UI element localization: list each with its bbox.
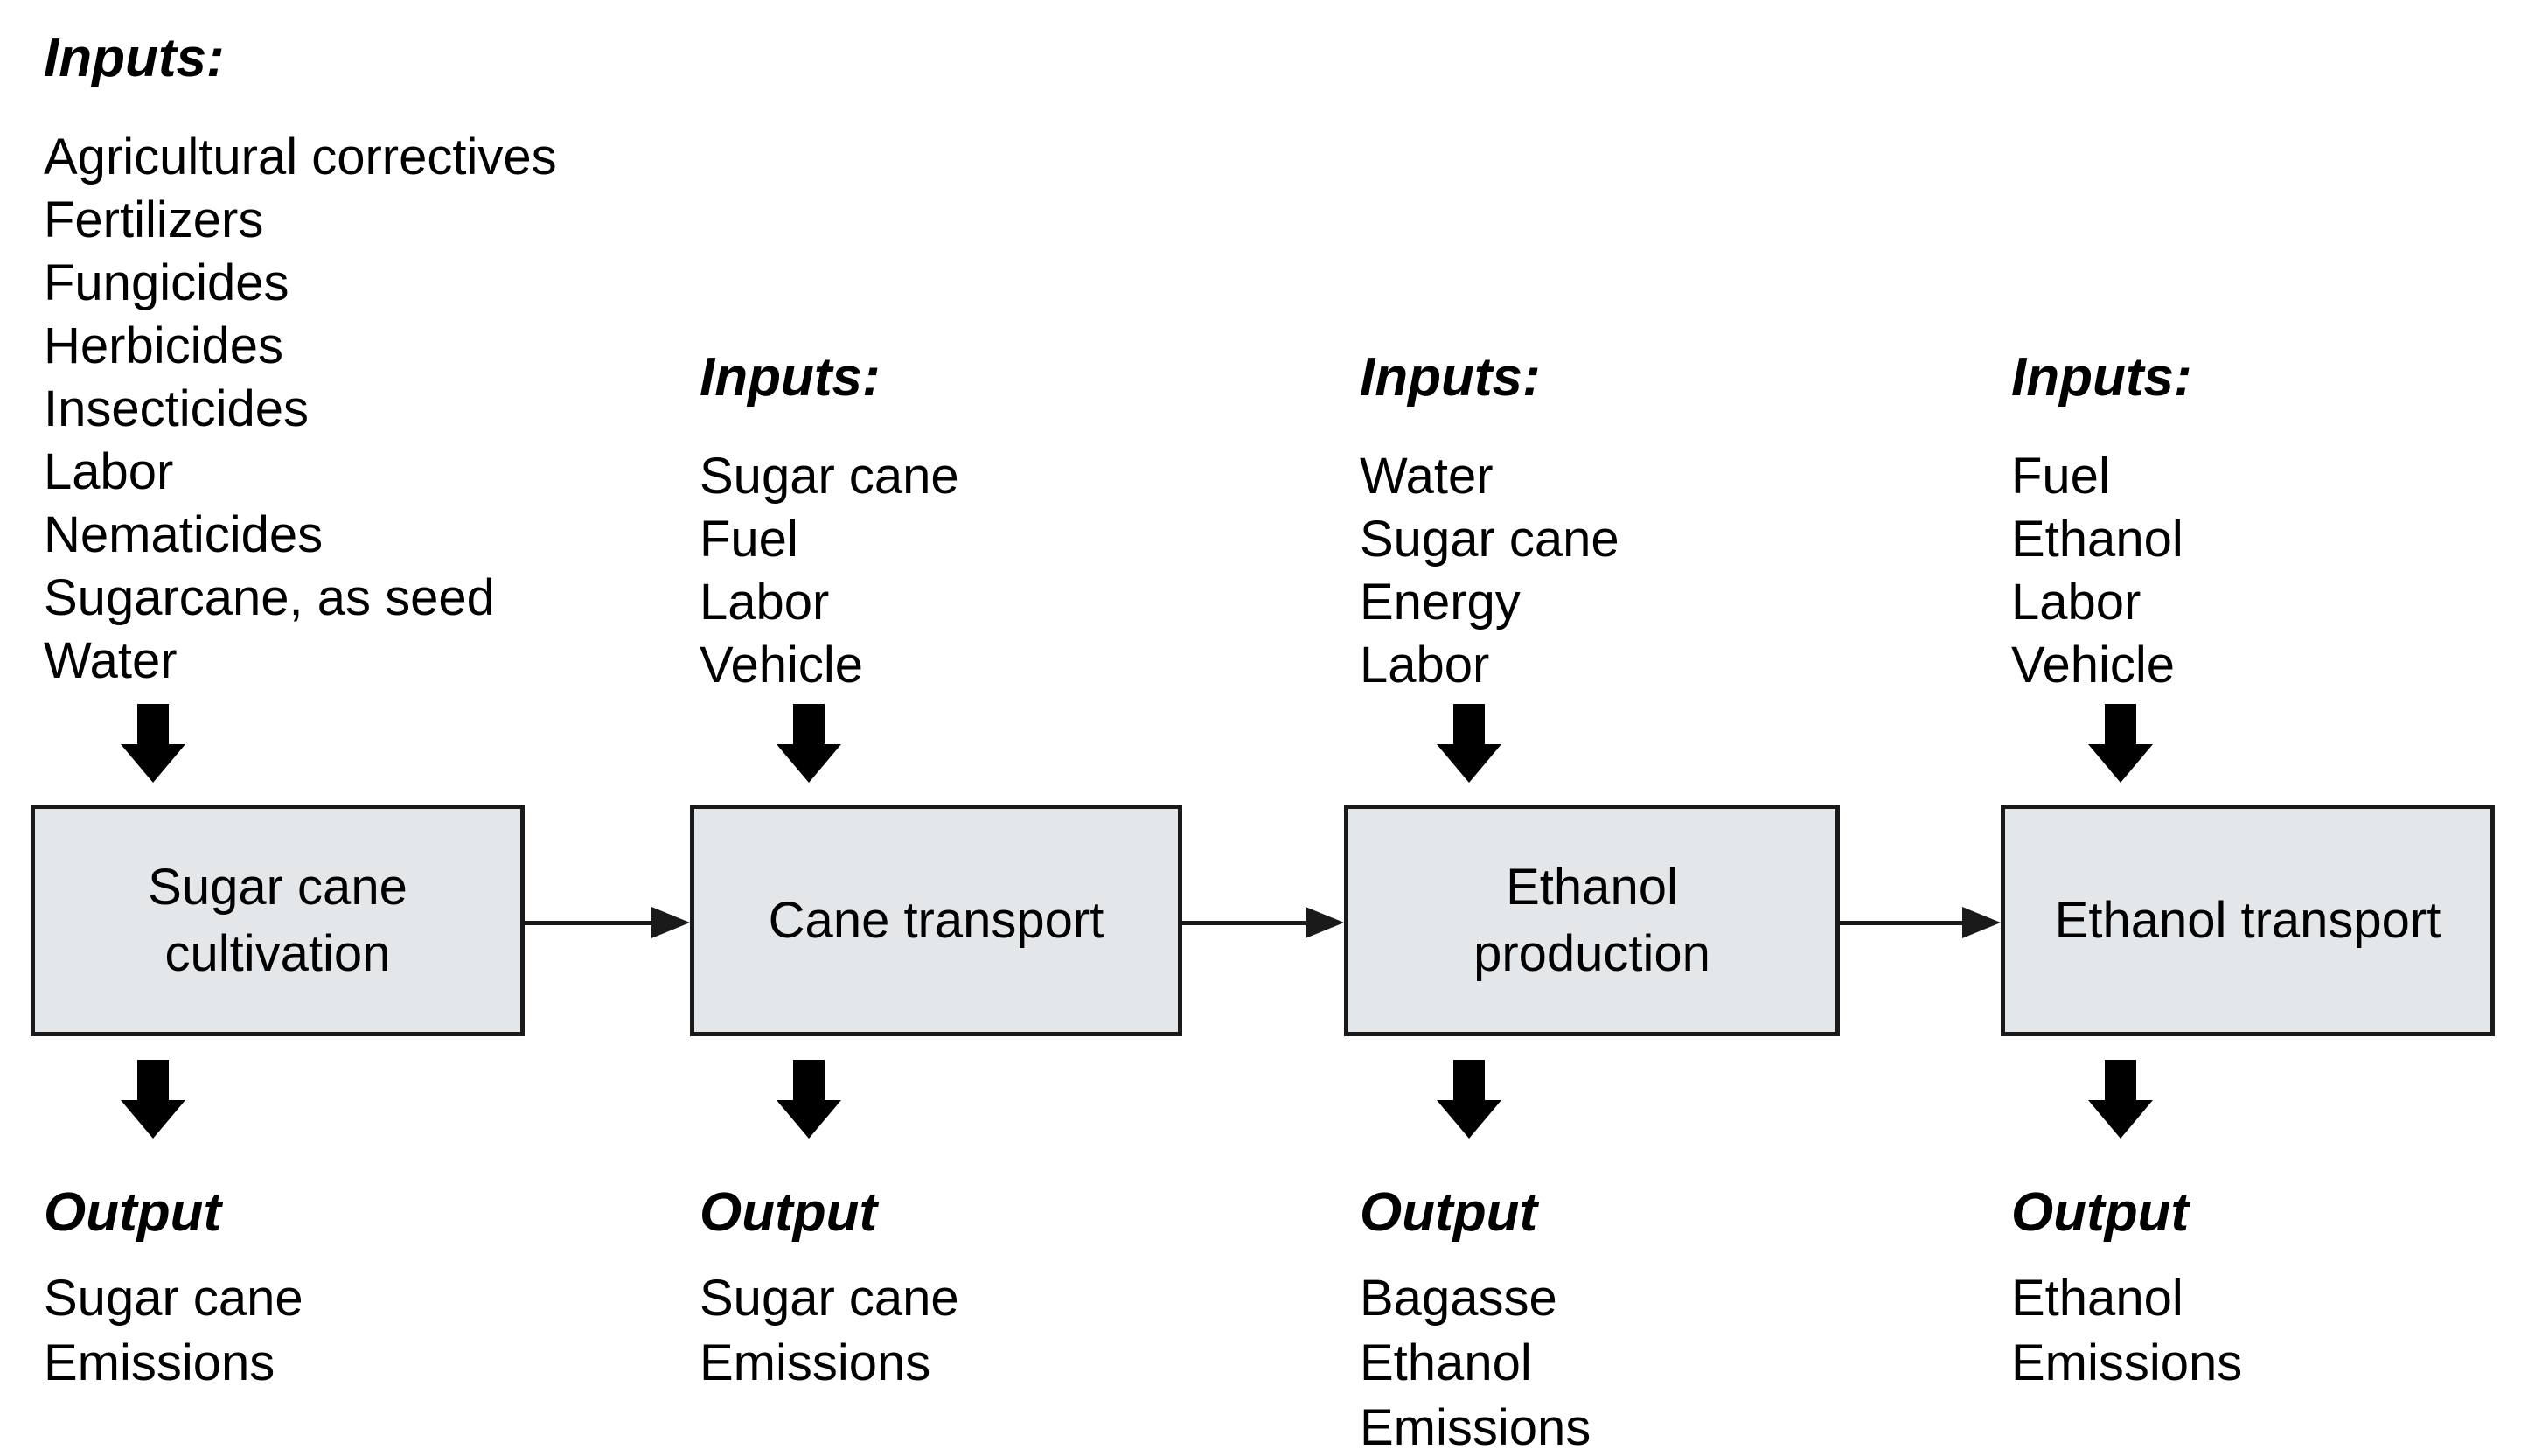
input-item: Water [1360, 448, 1494, 505]
down-arrow-icon [777, 704, 841, 783]
output-item: Sugar cane [44, 1270, 303, 1327]
down-arrow-icon [777, 1060, 841, 1139]
stage4-output-section: Output Ethanol Emissions [2011, 1181, 2242, 1396]
input-item: Fuel [700, 511, 798, 568]
input-item: Ethanol [2011, 511, 2183, 568]
flow-arrow-icon [525, 907, 690, 938]
input-item: Herbicides [44, 317, 283, 374]
stage1-inputs-section: Inputs: Agricultural correctives Fertili… [44, 26, 557, 693]
flow-arrow-icon [1840, 907, 2001, 938]
down-arrow-icon [121, 704, 185, 783]
stage3-output-section: Output Bagasse Ethanol Emissions [1360, 1181, 1591, 1456]
process-box-ethanol-production: Ethanol production [1344, 805, 1840, 1036]
flow-arrow-icon [1182, 907, 1344, 938]
output-item: Bagasse [1360, 1270, 1557, 1327]
input-item: Sugar cane [1360, 511, 1619, 568]
input-item: Labor [2011, 574, 2141, 630]
stage2-output-heading: Output [700, 1182, 878, 1243]
stage3-inputs-heading: Inputs: [1360, 347, 1541, 408]
input-item: Energy [1360, 574, 1521, 630]
input-item: Agricultural correctives [44, 129, 557, 185]
stage4-inputs-heading: Inputs: [2011, 347, 2192, 408]
input-item: Insecticides [44, 380, 310, 437]
output-item: Emissions [44, 1334, 275, 1391]
down-arrow-icon [1437, 1060, 1501, 1139]
input-item: Nematicides [44, 506, 324, 563]
stage1-output-section: Output Sugar cane Emissions [44, 1181, 303, 1396]
process-box-sugar-cane-cultivation: Sugar cane cultivation [31, 805, 525, 1036]
output-item: Ethanol [1360, 1334, 1532, 1391]
stage4-output-heading: Output [2011, 1182, 2190, 1243]
down-arrow-icon [1437, 704, 1501, 783]
input-item: Vehicle [2011, 637, 2176, 693]
input-item: Water [44, 632, 178, 689]
process-box-label: Sugar cane cultivation [148, 858, 407, 982]
stage4-inputs-section: Inputs: Fuel Ethanol Labor Vehicle [2011, 345, 2192, 697]
input-item: Labor [1360, 637, 1490, 693]
stage2-inputs-heading: Inputs: [700, 347, 881, 408]
process-box-cane-transport: Cane transport [690, 805, 1182, 1036]
output-item: Sugar cane [700, 1270, 959, 1327]
down-arrow-icon [2088, 1060, 2153, 1139]
down-arrow-icon [2088, 704, 2153, 783]
process-box-label: Ethanol transport [2054, 891, 2441, 949]
output-item: Emissions [700, 1334, 931, 1391]
output-item: Emissions [1360, 1399, 1591, 1456]
process-box-label: Cane transport [768, 891, 1104, 949]
stage1-output-heading: Output [44, 1182, 222, 1243]
input-item: Vehicle [700, 637, 864, 693]
process-box-ethanol-transport: Ethanol transport [2001, 805, 2495, 1036]
input-item: Fertilizers [44, 192, 264, 248]
stage3-output-heading: Output [1360, 1182, 1538, 1243]
output-item: Emissions [2011, 1334, 2243, 1391]
input-item: Sugarcane, as seed [44, 569, 495, 626]
input-item: Sugar cane [700, 448, 959, 505]
stage3-inputs-section: Inputs: Water Sugar cane Energy Labor [1360, 345, 1619, 697]
stage2-output-section: Output Sugar cane Emissions [700, 1181, 959, 1396]
input-item: Fuel [2011, 448, 2110, 505]
input-item: Labor [44, 443, 174, 500]
stage2-inputs-section: Inputs: Sugar cane Fuel Labor Vehicle [700, 345, 959, 697]
stage1-inputs-heading: Inputs: [44, 28, 225, 88]
down-arrow-icon [121, 1060, 185, 1139]
output-item: Ethanol [2011, 1270, 2183, 1327]
input-item: Labor [700, 574, 830, 630]
process-box-label: Ethanol production [1473, 858, 1710, 982]
input-item: Fungicides [44, 254, 289, 311]
